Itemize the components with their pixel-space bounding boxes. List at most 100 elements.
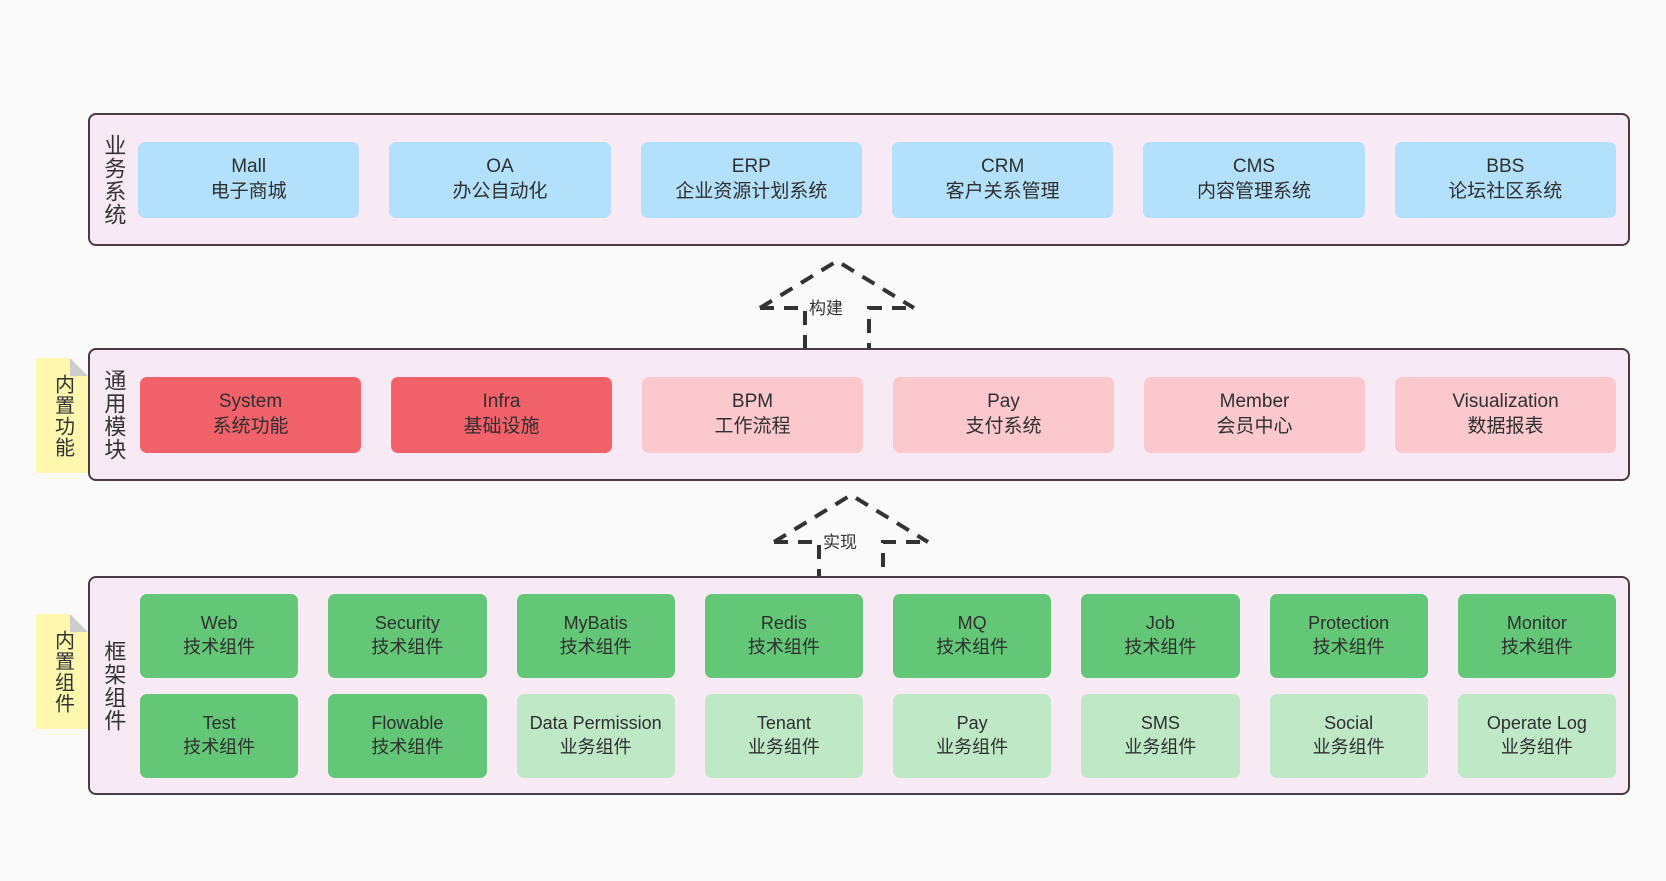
card-subtitle: 技术组件 (1312, 636, 1385, 657)
card-title: Member (1219, 391, 1290, 413)
sticky-fold-icon (70, 614, 88, 632)
card-mall[interactable]: Mall 电子商城 (138, 141, 360, 218)
card-member[interactable]: Member 会员中心 (1144, 376, 1365, 453)
card-title: Test (202, 713, 236, 734)
layer-business-system: 业务系统 Mall 电子商城 OA 办公自动化 ERP 企业资源计划系统 CRM… (88, 113, 1630, 246)
card-pay-business[interactable]: Pay 业务组件 (893, 693, 1052, 778)
card-flowable[interactable]: Flowable 技术组件 (328, 693, 487, 778)
card-system[interactable]: System 系统功能 (140, 376, 361, 453)
card-cms[interactable]: CMS 内容管理系统 (1143, 141, 1365, 218)
card-erp[interactable]: ERP 企业资源计划系统 (640, 141, 862, 218)
sticky-note-builtin-functions: 内置功能 (36, 358, 88, 473)
card-subtitle: 技术组件 (371, 736, 444, 757)
card-title: MQ (957, 613, 987, 634)
card-pay[interactable]: Pay 支付系统 (893, 376, 1114, 453)
sticky-note-builtin-components: 内置组件 (36, 614, 88, 729)
card-title: Security (374, 613, 440, 634)
card-title: Visualization (1452, 391, 1559, 413)
sticky-note-label: 内置功能 (51, 373, 74, 458)
layer-common-modules: 通用模块 System 系统功能 Infra 基础设施 BPM 工作流程 Pay… (88, 348, 1630, 481)
card-monitor[interactable]: Monitor 技术组件 (1457, 593, 1616, 678)
card-title: Monitor (1506, 613, 1567, 634)
card-title: Operate Log (1486, 713, 1587, 734)
card-subtitle: 业务组件 (1312, 736, 1385, 757)
card-social[interactable]: Social 业务组件 (1269, 693, 1428, 778)
card-title: Redis (760, 613, 807, 634)
card-row: Web 技术组件 Security 技术组件 MyBatis 技术组件 Redi… (140, 593, 1616, 678)
card-crm[interactable]: CRM 客户关系管理 (891, 141, 1114, 218)
card-subtitle: 会员中心 (1216, 415, 1293, 437)
card-subtitle: 业务组件 (936, 736, 1009, 757)
card-title: OA (486, 156, 514, 178)
card-sms[interactable]: SMS 业务组件 (1081, 693, 1240, 778)
connector-label-implement: 实现 (823, 533, 857, 552)
card-subtitle: 业务组件 (747, 736, 820, 757)
card-mybatis[interactable]: MyBatis 技术组件 (516, 593, 675, 678)
card-web[interactable]: Web 技术组件 (140, 593, 299, 678)
arrow-head-outline (772, 492, 930, 544)
layer-body-framework-components: Web 技术组件 Security 技术组件 MyBatis 技术组件 Redi… (136, 578, 1628, 793)
card-bpm[interactable]: BPM 工作流程 (642, 376, 863, 453)
card-subtitle: 技术组件 (183, 636, 256, 657)
card-subtitle: 业务组件 (1500, 736, 1573, 757)
sticky-note-label: 内置组件 (51, 629, 74, 714)
card-subtitle: 客户关系管理 (945, 180, 1060, 202)
card-title: CMS (1232, 156, 1276, 178)
card-subtitle: 技术组件 (1500, 636, 1573, 657)
card-job[interactable]: Job 技术组件 (1081, 593, 1240, 678)
layer-title-business-system: 业务系统 (101, 133, 127, 226)
card-title: Web (200, 613, 238, 634)
card-title: Pay (987, 391, 1020, 413)
card-subtitle: 企业资源计划系统 (675, 180, 828, 202)
sticky-fold-icon (70, 358, 88, 376)
card-subtitle: 基础设施 (463, 415, 540, 437)
card-title: Tenant (756, 713, 811, 734)
card-subtitle: 业务组件 (1124, 736, 1197, 757)
card-redis[interactable]: Redis 技术组件 (704, 593, 863, 678)
arrow-shaft-outline (760, 306, 914, 352)
card-subtitle: 电子商城 (210, 180, 287, 202)
card-oa[interactable]: OA 办公自动化 (389, 141, 611, 218)
layer-body-common-modules: System 系统功能 Infra 基础设施 BPM 工作流程 Pay 支付系统… (136, 350, 1628, 479)
card-subtitle: 技术组件 (183, 736, 256, 757)
card-subtitle: 内容管理系统 (1196, 180, 1311, 202)
card-subtitle: 办公自动化 (452, 180, 548, 202)
layer-title-framework-components: 框架组件 (101, 639, 127, 732)
card-operate-log[interactable]: Operate Log 业务组件 (1457, 693, 1616, 778)
card-title: Data Permission (529, 713, 662, 734)
card-title: CRM (981, 156, 1025, 178)
card-visualization[interactable]: Visualization 数据报表 (1395, 376, 1616, 453)
card-title: Protection (1308, 613, 1390, 634)
card-subtitle: 数据报表 (1467, 415, 1544, 437)
card-security[interactable]: Security 技术组件 (328, 593, 487, 678)
card-title: BBS (1486, 156, 1525, 178)
card-subtitle: 技术组件 (1124, 636, 1197, 657)
card-row: Mall 电子商城 OA 办公自动化 ERP 企业资源计划系统 CRM 客户关系… (138, 141, 1616, 218)
card-subtitle: 业务组件 (559, 736, 632, 757)
connector-label-build: 构建 (809, 299, 843, 318)
card-title: System (218, 391, 283, 413)
card-bbs[interactable]: BBS 论坛社区系统 (1394, 141, 1616, 218)
card-data-permission[interactable]: Data Permission 业务组件 (516, 693, 675, 778)
card-infra[interactable]: Infra 基础设施 (391, 376, 612, 453)
card-title: Job (1145, 613, 1175, 634)
connector-implement: 实现 (771, 492, 931, 587)
card-title: BPM (731, 391, 774, 413)
card-subtitle: 技术组件 (747, 636, 820, 657)
card-subtitle: 技术组件 (936, 636, 1009, 657)
connector-build: 构建 (757, 258, 917, 353)
card-mq[interactable]: MQ 技术组件 (893, 593, 1052, 678)
card-subtitle: 技术组件 (559, 636, 632, 657)
card-title: Mall (231, 156, 267, 178)
card-title: Social (1324, 713, 1374, 734)
card-test[interactable]: Test 技术组件 (140, 693, 299, 778)
card-tenant[interactable]: Tenant 业务组件 (704, 693, 863, 778)
card-protection[interactable]: Protection 技术组件 (1269, 593, 1428, 678)
card-title: ERP (731, 156, 771, 178)
card-row: System 系统功能 Infra 基础设施 BPM 工作流程 Pay 支付系统… (140, 376, 1616, 453)
layer-body-business-system: Mall 电子商城 OA 办公自动化 ERP 企业资源计划系统 CRM 客户关系… (136, 115, 1628, 244)
card-title: Flowable (371, 713, 444, 734)
card-row: Test 技术组件 Flowable 技术组件 Data Permission … (140, 693, 1616, 778)
card-subtitle: 系统功能 (212, 415, 289, 437)
